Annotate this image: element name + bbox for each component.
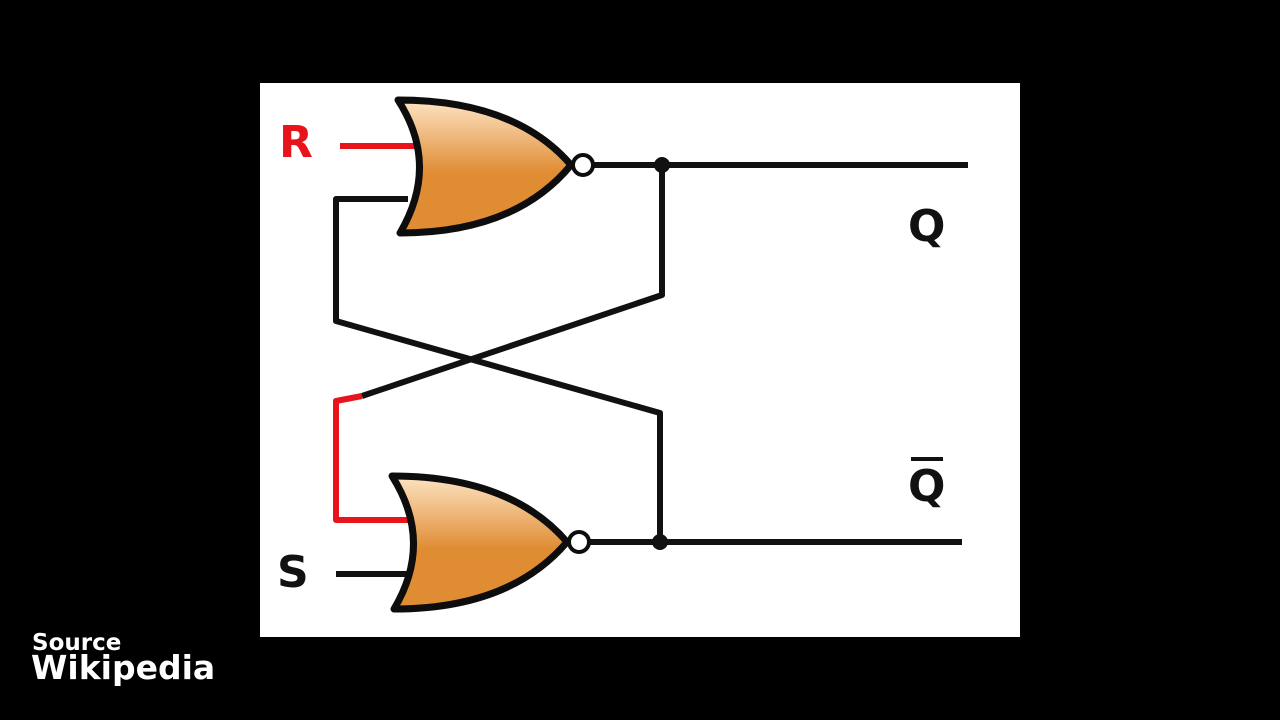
top-nor-gate-bubble: [571, 153, 595, 177]
q-junction-dot: [654, 157, 670, 173]
bottom-nor-gate: [388, 472, 591, 613]
set-label: S: [277, 547, 309, 598]
top-nor-gate: [394, 96, 595, 237]
diagram-panel: R S Q Q: [260, 83, 1020, 637]
sr-latch-circuit: [333, 96, 968, 613]
q-bar-overline: [911, 457, 943, 461]
q-feedback-wire-active: [333, 393, 410, 523]
top-nor-gate-body: [394, 96, 575, 237]
wires: [333, 143, 968, 577]
reset-label: R: [279, 117, 313, 168]
q-feedback-wire: [361, 165, 665, 399]
q-bar-output-label: Q: [908, 461, 946, 512]
source-caption: Source: [32, 630, 122, 656]
q-output-label: Q: [908, 201, 946, 252]
source-name: Wikipedia: [31, 648, 216, 687]
qbar-junction-dot: [652, 534, 668, 550]
bottom-nor-gate-body: [388, 472, 571, 613]
qbar-feedback-wire: [333, 196, 663, 542]
bottom-nor-gate-bubble: [567, 530, 591, 554]
